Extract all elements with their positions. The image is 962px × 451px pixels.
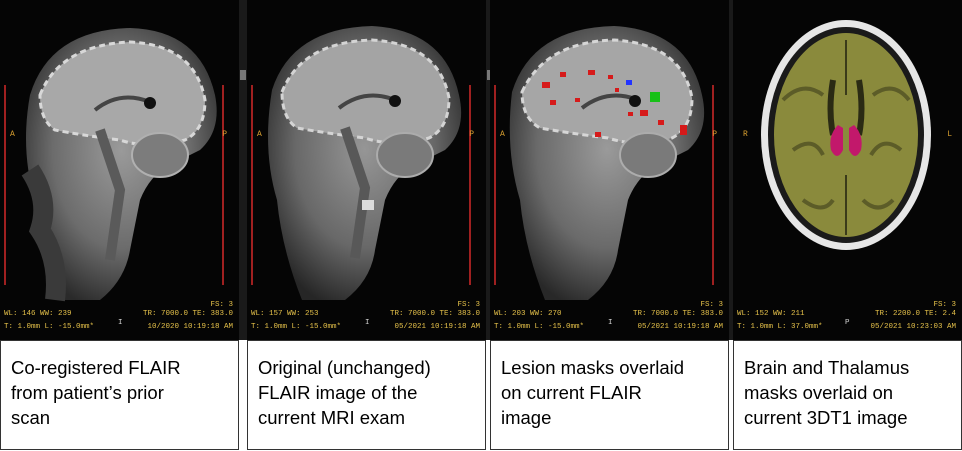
overlay-wl: WL: 157 WW: 253 [251,310,319,318]
sagittal-flair-image [251,26,471,300]
orientation-right: P [712,130,717,139]
overlay-tl: T: 1.0mm L: -15.0mm* [4,323,95,331]
panel-current-flair: FS: 3 WL: 157 WW: 253 I TR: 7000.0 TE: 3… [247,0,486,451]
overlay-wl: WL: 146 WW: 239 [4,310,72,318]
orientation-right: L [947,130,952,139]
overlay-orientation: I [118,319,123,327]
caption-lesion-masks: Lesion masks overlaid on current FLAIR i… [490,340,729,450]
panel-lesion-masks: FS: 3 WL: 203 WW: 270 I TR: 7000.0 TE: 3… [490,0,729,451]
overlay-tr: TR: 7000.0 TE: 383.0 [632,310,723,318]
sagittal-flair-lesion-image [494,26,714,300]
axial-3dt1-image [761,20,931,250]
overlay-tl: T: 1.0mm L: -15.0mm* [494,323,585,331]
caption-current-flair: Original (unchanged) FLAIR image of the … [247,340,486,450]
overlay-tl: T: 1.0mm L: -15.0mm* [251,323,342,331]
overlay-orientation: I [365,319,370,327]
orientation-left: A [10,130,15,139]
overlay-orientation: I [608,319,613,327]
orientation-left: R [743,130,748,139]
orientation-right: P [222,130,227,139]
overlay-fs: FS: 3 [457,301,480,309]
overlay-wl: WL: 203 WW: 270 [494,310,562,318]
overlay-date: 05/2021 10:19:18 AM [637,323,723,331]
panel-divider[interactable] [729,0,733,340]
panel-prior-flair: FS: 3 WL: 146 WW: 239 I TR: 7000.0 TE: 3… [0,0,239,451]
overlay-fs: FS: 3 [933,301,956,309]
overlay-tr: TR: 7000.0 TE: 383.0 [142,310,233,318]
overlay-tr: TR: 7000.0 TE: 383.0 [389,310,480,318]
caption-text: Co-registered FLAIR from patient’s prior… [11,357,181,428]
caption-text: Lesion masks overlaid on current FLAIR i… [501,357,685,428]
overlay-fs: FS: 3 [210,301,233,309]
overlay-wl: WL: 152 WW: 211 [737,310,805,318]
panel-divider[interactable] [239,0,247,340]
overlay-orientation: P [845,319,850,327]
caption-prior-flair: Co-registered FLAIR from patient’s prior… [0,340,239,450]
overlay-date: 10/2020 10:19:18 AM [147,323,233,331]
sagittal-flair-image [4,28,224,302]
overlay-date: 05/2021 10:23:03 AM [870,323,956,331]
caption-text: Original (unchanged) FLAIR image of the … [258,357,431,428]
mri-viewer-prior-flair[interactable]: FS: 3 WL: 146 WW: 239 I TR: 7000.0 TE: 3… [0,0,239,340]
mri-viewer-lesion-masks[interactable]: FS: 3 WL: 203 WW: 270 I TR: 7000.0 TE: 3… [490,0,729,340]
orientation-left: A [500,130,505,139]
overlay-fs: FS: 3 [700,301,723,309]
divider-handle[interactable] [240,70,246,80]
lesion-mask-overlay [542,70,687,137]
overlay-tl: T: 1.0mm L: 37.0mm* [737,323,823,331]
panel-brain-thalamus: FS: 3 WL: 152 WW: 211 P TR: 2200.0 TE: 2… [733,0,962,451]
caption-text: Brain and Thalamus masks overlaid on cur… [744,357,910,428]
mri-viewer-current-flair[interactable]: FS: 3 WL: 157 WW: 253 I TR: 7000.0 TE: 3… [247,0,486,340]
caption-brain-thalamus: Brain and Thalamus masks overlaid on cur… [733,340,962,450]
orientation-right: P [469,130,474,139]
mri-viewer-brain-thalamus[interactable]: FS: 3 WL: 152 WW: 211 P TR: 2200.0 TE: 2… [733,0,962,340]
overlay-date: 05/2021 10:19:18 AM [394,323,480,331]
orientation-left: A [257,130,262,139]
overlay-tr: TR: 2200.0 TE: 2.4 [874,310,956,318]
